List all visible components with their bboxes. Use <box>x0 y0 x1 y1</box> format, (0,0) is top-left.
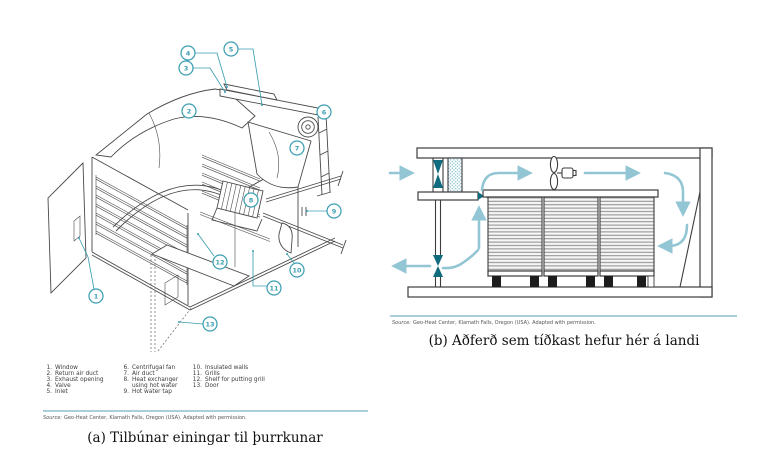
legend-item: 6.Centrifugal fan <box>123 365 176 371</box>
callout-4: 4 <box>180 45 228 88</box>
callout-3: 3 <box>178 60 226 93</box>
svg-text:11: 11 <box>269 284 279 292</box>
callout-10: 10 <box>286 253 305 278</box>
open-door-dashed <box>150 255 193 352</box>
drying-room-schematic <box>388 147 713 298</box>
legend-item: 4.Valve <box>46 382 71 389</box>
filter-block <box>447 157 463 193</box>
exhaust-valve-icon <box>433 255 443 266</box>
source-label: Source: <box>392 320 411 326</box>
svg-text:5: 5 <box>229 45 234 53</box>
source-label: Source: <box>43 415 62 421</box>
exhaust-duct <box>433 200 443 287</box>
callout-1: 1 <box>78 237 104 304</box>
airflow-arrow <box>657 223 689 254</box>
svg-text:2: 2 <box>187 107 192 115</box>
source-line-a: Source:Geo-Heat Center, Klamath Falls, O… <box>43 415 247 421</box>
fan-support-frame <box>316 113 332 197</box>
intake-valve-icon <box>433 160 443 174</box>
airflow-arrows <box>388 165 691 274</box>
source-text: Geo-Heat Center, Klamath Falls, Oregon (… <box>412 320 596 326</box>
svg-text:1: 1 <box>94 292 99 300</box>
legend-item: 8.Heat exchanger <box>123 376 179 383</box>
callout-7: 7 <box>289 140 305 156</box>
hot-water-pipes <box>262 170 347 255</box>
grill-rails <box>95 175 188 285</box>
callout-6: 6 <box>316 104 332 120</box>
divider-rule-b <box>390 315 737 317</box>
svg-text:8: 8 <box>249 196 254 204</box>
shelf-board <box>417 191 479 201</box>
legend-item: 9.Hot water tap <box>123 388 172 395</box>
legend-item: 1.Window <box>46 365 78 371</box>
svg-text:9: 9 <box>332 207 337 215</box>
legend-item: 11.Grills <box>192 370 220 377</box>
centrifugal-fan-drum <box>297 116 319 138</box>
fan-icon <box>549 155 577 191</box>
divider-rule-a <box>43 410 368 412</box>
airflow-arrow <box>441 248 480 270</box>
detached-door-panel <box>47 161 87 295</box>
room-walls <box>407 147 713 298</box>
legend-item: 2.Return air duct <box>46 370 99 377</box>
caption-b: (b) Aðferð sem tíðkast hefur hér á landi <box>428 333 700 349</box>
insulated-wall-piece <box>278 222 293 254</box>
svg-text:4: 4 <box>186 49 191 57</box>
svg-text:7: 7 <box>295 144 300 152</box>
air-duct-funnel <box>247 121 312 189</box>
stack-top-board <box>482 189 659 198</box>
legend-item: 13.Door <box>192 382 219 389</box>
legend-item: 10.Insulated walls <box>192 365 249 371</box>
legend-item: using hot water <box>132 382 178 389</box>
svg-text:3: 3 <box>184 64 189 72</box>
legend-item: 5.Inlet <box>46 388 68 395</box>
callout-12: 12 <box>197 233 228 270</box>
svg-text:10: 10 <box>292 266 302 274</box>
callout-9: 9 <box>306 203 342 219</box>
source-line-b: Source:Geo-Heat Center, Klamath Falls, O… <box>392 320 596 326</box>
roof-duct-hood <box>94 88 256 169</box>
intake-valve-icon <box>433 174 443 188</box>
svg-text:12: 12 <box>215 258 224 266</box>
callout-8: 8 <box>243 192 259 208</box>
caption-a: (a) Tilbúnar einingar til þurrkunar <box>87 430 323 446</box>
legend-item: 7.Air duct <box>123 370 155 377</box>
heat-exchanger-fins <box>211 180 264 232</box>
svg-text:13: 13 <box>205 320 214 328</box>
callout-11: 11 <box>252 250 282 296</box>
tray-stacks <box>482 189 659 288</box>
bypass-valve-icon <box>478 192 484 200</box>
svg-text:6: 6 <box>322 108 327 116</box>
callout-13: 13 <box>178 316 218 332</box>
callout-5: 5 <box>223 41 263 106</box>
grill-shelf <box>150 244 250 287</box>
airflow-arrow <box>480 165 533 192</box>
leaning-door-line <box>679 191 701 288</box>
exhaust-valve-icon <box>433 266 443 277</box>
intake-duct <box>417 157 490 201</box>
callout-2: 2 <box>181 103 197 119</box>
source-text: Geo-Heat Center, Klamath Falls, Oregon (… <box>63 415 247 421</box>
airflow-arrow <box>663 171 691 217</box>
legend-item: 3.Exhaust opening <box>46 376 104 383</box>
legend-item: 12.Shelf for putting grill <box>192 376 265 383</box>
